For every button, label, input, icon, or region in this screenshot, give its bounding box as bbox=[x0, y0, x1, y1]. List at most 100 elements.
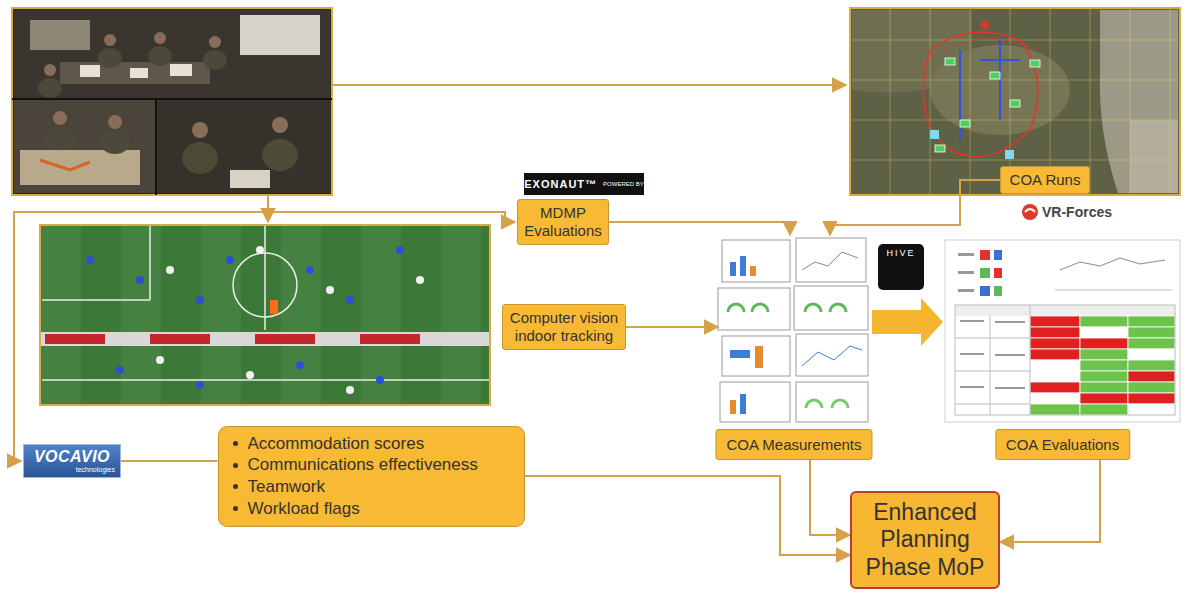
planning-photo bbox=[12, 8, 332, 195]
bullet-dot bbox=[233, 441, 238, 446]
map-image bbox=[1005, 150, 1014, 159]
soccer-tracking-image bbox=[246, 371, 254, 379]
planning-photo bbox=[12, 8, 332, 195]
dashboard-thumbnails bbox=[730, 400, 736, 414]
dashboard-thumbnails bbox=[806, 400, 848, 408]
coa-evaluation-chart bbox=[1128, 349, 1175, 360]
coa-evaluation-chart bbox=[1128, 360, 1175, 371]
planning-photo bbox=[53, 111, 67, 125]
soccer-tracking-image bbox=[196, 296, 204, 304]
connector-line bbox=[1000, 460, 1100, 542]
coa-evaluation-chart bbox=[958, 253, 974, 256]
bullet-text: Communications effectiveness bbox=[248, 454, 478, 476]
map-image bbox=[935, 145, 945, 152]
coa-evaluation-chart bbox=[958, 289, 974, 292]
planning-photo bbox=[14, 100, 155, 193]
bullet-row: Communications effectiveness bbox=[233, 454, 514, 476]
coa-evaluation-chart bbox=[1060, 258, 1165, 270]
soccer-tracking-image bbox=[396, 246, 404, 254]
soccer-tracking-image bbox=[196, 381, 204, 389]
dashboard-thumbnails bbox=[740, 256, 746, 276]
map-image bbox=[923, 32, 1038, 157]
dashboard-thumbnails bbox=[718, 288, 790, 330]
coa-evaluation-chart bbox=[1030, 360, 1080, 371]
soccer-tracking-image bbox=[40, 225, 490, 405]
coa-evaluation-chart bbox=[945, 240, 1180, 422]
planning-photo bbox=[230, 170, 270, 188]
planning-photo bbox=[154, 32, 166, 44]
coa-evaluation-chart bbox=[995, 354, 1025, 356]
map-image bbox=[960, 40, 1020, 140]
soccer-tracking-image bbox=[306, 266, 314, 274]
bullet-text: Teamwork bbox=[248, 476, 325, 498]
planning-photo bbox=[40, 160, 90, 170]
dashboard-thumbnails bbox=[730, 350, 750, 358]
coa-evaluation-chart bbox=[1030, 404, 1080, 415]
coa-evaluation-chart bbox=[1128, 404, 1175, 415]
coa-evaluation-chart bbox=[955, 305, 1175, 316]
soccer-tracking-image bbox=[156, 356, 164, 364]
map-image bbox=[851, 9, 1179, 194]
coa-evaluation-chart bbox=[1080, 371, 1128, 382]
planning-photo bbox=[209, 36, 221, 48]
map-image bbox=[960, 120, 970, 127]
connector-line bbox=[830, 180, 1000, 235]
coa-evaluation-chart bbox=[1128, 338, 1175, 349]
coa-evaluation-chart bbox=[1080, 327, 1128, 338]
coa-evaluation-chart bbox=[1030, 316, 1080, 327]
dashboard-thumbnails bbox=[730, 262, 736, 276]
coa-evaluation-chart bbox=[1030, 327, 1080, 338]
logo-text: HIVE bbox=[878, 248, 924, 258]
soccer-tracking-image bbox=[255, 334, 315, 344]
coa-evaluation-chart bbox=[1030, 338, 1080, 349]
coa-evaluation-chart bbox=[1080, 349, 1128, 360]
coa-evaluation-chart bbox=[1128, 382, 1175, 393]
connector-line bbox=[14, 212, 268, 461]
coa-evaluation-chart bbox=[1080, 393, 1128, 404]
coa-evaluation-chart bbox=[980, 268, 990, 278]
soccer-tracking-image bbox=[346, 296, 354, 304]
dashboard-thumbnails bbox=[720, 382, 790, 422]
soccer-tracking-image bbox=[296, 361, 304, 369]
bullet-text: Workload flags bbox=[248, 498, 360, 520]
coa-evaluation-chart bbox=[958, 271, 974, 274]
vr-forces-icon bbox=[1022, 204, 1038, 220]
soccer-tracking-image bbox=[42, 226, 489, 380]
soccer-tracking-image bbox=[136, 276, 144, 284]
coa-evaluation-chart bbox=[994, 250, 1002, 260]
soccer-tracking-image bbox=[416, 276, 424, 284]
soccer-tracking-image bbox=[41, 226, 81, 404]
box-text: MDMP Evaluations bbox=[524, 204, 602, 240]
bullet-row: Workload flags bbox=[233, 498, 514, 520]
caption-box: COA Evaluations bbox=[995, 429, 1130, 460]
planning-photo bbox=[272, 117, 288, 133]
soccer-tracking-image bbox=[346, 386, 354, 394]
dashboard-thumbnails bbox=[796, 334, 868, 376]
planning-photo bbox=[130, 68, 148, 78]
dashboard-thumbnails bbox=[755, 346, 763, 368]
connector-line bbox=[609, 222, 790, 235]
planning-photo bbox=[240, 15, 320, 55]
caption-text: COA Measurements bbox=[726, 436, 861, 453]
soccer-tracking-image bbox=[41, 332, 489, 346]
coa-evaluation-chart bbox=[1128, 327, 1175, 338]
logo-text: technologies bbox=[29, 466, 115, 474]
logo-text: POWERED BY bbox=[603, 181, 644, 187]
soccer-tracking-image bbox=[233, 253, 297, 317]
process-box: Computer vision indoor tracking bbox=[502, 304, 626, 350]
map-image bbox=[930, 130, 939, 139]
product-label: VR-Forces bbox=[1042, 204, 1112, 220]
map-image bbox=[1130, 120, 1178, 193]
planning-photo bbox=[182, 142, 218, 174]
soccer-tracking-image bbox=[226, 256, 234, 264]
coa-evaluation-chart bbox=[1080, 404, 1128, 415]
bullet-text: Accommodation scores bbox=[248, 433, 425, 455]
image-panel: COA Evaluations bbox=[945, 240, 1180, 460]
map-image bbox=[980, 20, 990, 30]
box-text: COA Runs bbox=[1007, 171, 1083, 189]
coa-evaluation-chart bbox=[1080, 316, 1128, 327]
box-text: Computer vision indoor tracking bbox=[509, 309, 619, 345]
